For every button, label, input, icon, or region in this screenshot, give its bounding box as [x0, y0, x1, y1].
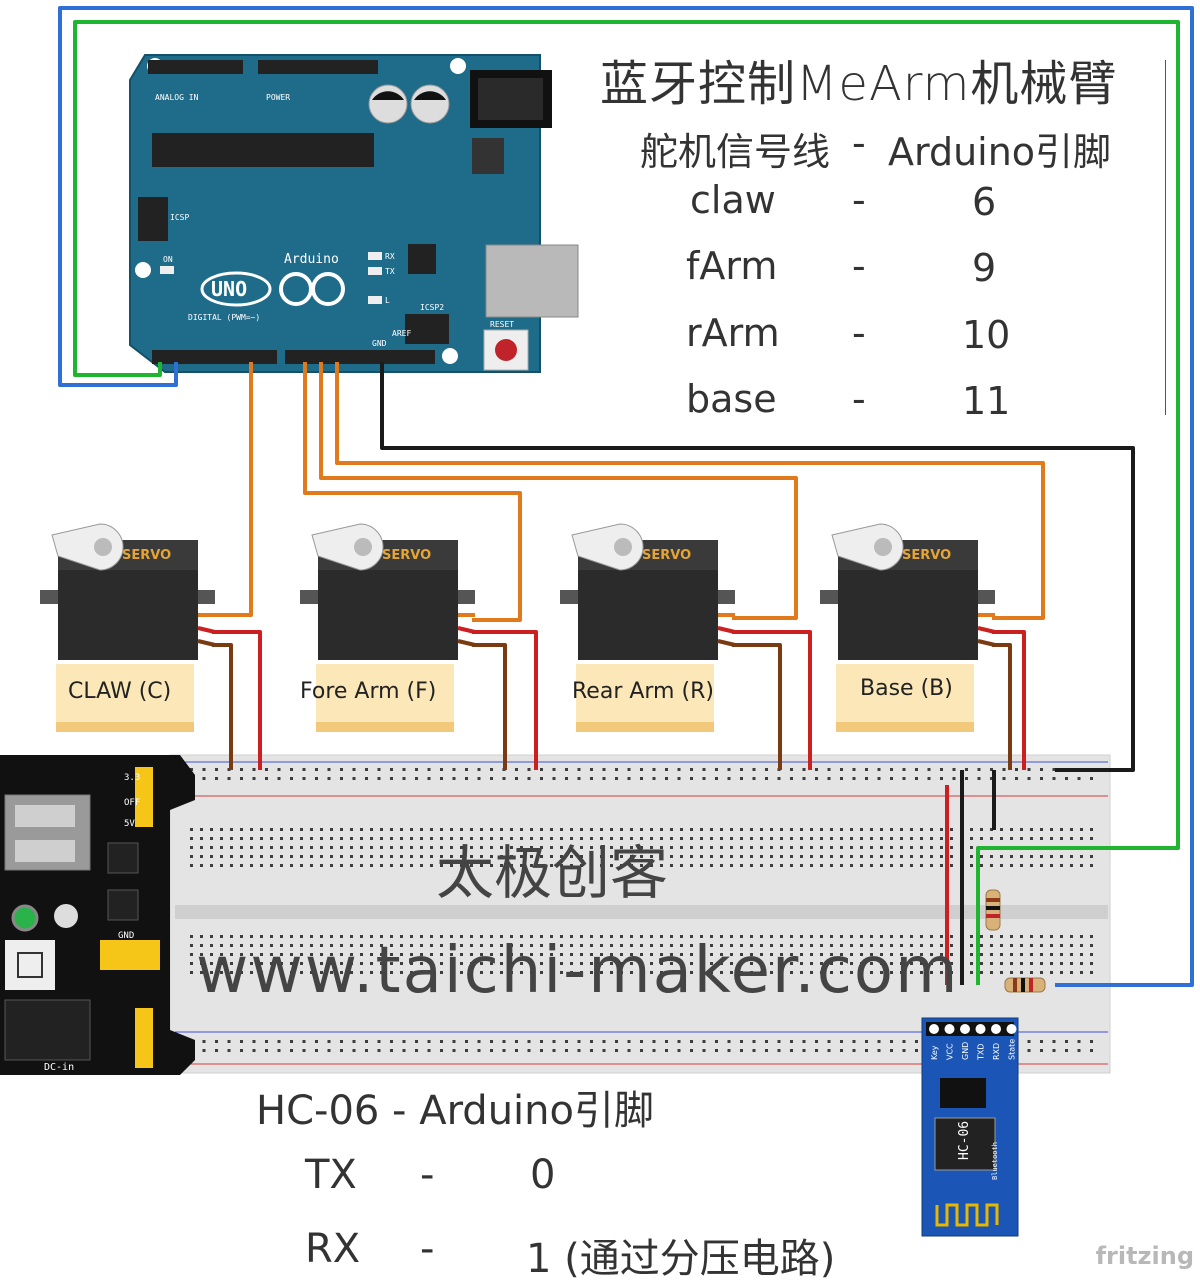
power-module: DC-in GND 5V OFF 3.3 — [0, 755, 195, 1075]
title-underline — [1165, 60, 1166, 415]
watermark-url: www.taichi-maker.com — [196, 934, 960, 1008]
arduino-power-label: POWER — [266, 93, 290, 102]
wires — [58, 6, 1194, 987]
servo-row-sep: - — [852, 244, 866, 288]
bt-table-header: HC-06 - Arduino引脚 — [256, 1088, 654, 1134]
wire-green-tx — [73, 20, 1180, 985]
servo-label-rear-arm: Rear Arm (R) — [572, 679, 714, 704]
arduino-analog-label: ANALOG IN — [155, 93, 199, 102]
servo-2: SERVO — [300, 523, 476, 732]
arduino-icsp-label: ICSP — [170, 213, 189, 222]
fritzing-credit: fritzing — [1095, 1242, 1194, 1270]
hc06-pin — [944, 1024, 955, 1034]
bt-row-name: TX — [305, 1152, 357, 1198]
arduino-aref-label: AREF — [392, 329, 411, 338]
arduino-uno-board: Arduino UNO DIGITAL (PWM=~) ANALOG IN PO… — [129, 54, 579, 373]
servo-row-pin: 11 — [962, 379, 1011, 423]
servo-row-name: fArm — [686, 244, 778, 288]
arduino-icsp2-label: ICSP2 — [420, 303, 444, 312]
hc06-model-label: HC-06 — [957, 1121, 972, 1160]
power-dc-label: DC-in — [44, 1062, 74, 1073]
breadboard — [169, 754, 1111, 1074]
servo-row-name: rArm — [686, 311, 780, 355]
arduino-rx-label: RX — [385, 252, 395, 261]
servo-row-sep: - — [852, 377, 866, 421]
arduino-tx-label: TX — [385, 267, 395, 276]
page-title: 蓝牙控制MeArm机械臂 — [600, 56, 1118, 112]
hc06-pin — [960, 1024, 970, 1034]
servo-row-pin: 6 — [972, 180, 997, 224]
servo-badge-label: SERVO — [122, 548, 171, 563]
servo-badge-label: SERVO — [382, 548, 431, 563]
servo-row-pin: 10 — [962, 313, 1011, 357]
arduino-model-label: UNO — [211, 277, 247, 301]
hc06-pin-label: Key — [930, 1045, 939, 1060]
servo-label-claw: CLAW (C) — [68, 679, 172, 704]
arduino-reset-label: RESET — [490, 320, 514, 329]
arduino-l-label: L — [385, 296, 390, 305]
arduino-digital-label: DIGITAL (PWM=~) — [188, 313, 260, 322]
servo-label-base: Base (B) — [860, 676, 953, 701]
bt-row-pin: 1 (通过分压电路) — [526, 1236, 836, 1282]
hc06-module: HC-06 Bluetooth — [921, 1017, 1019, 1237]
servo-badge-label: SERVO — [902, 548, 951, 563]
servo-table-header-left: 舵机信号线 — [640, 130, 831, 174]
servo-row-name: claw — [690, 178, 776, 222]
servo-row-name: base — [686, 377, 777, 421]
arduino-gnd-label: GND — [372, 339, 387, 348]
power-off-label: OFF — [124, 798, 140, 808]
wire-orange-base — [335, 362, 1045, 620]
servo-3: SERVO — [560, 523, 736, 732]
resistors — [985, 889, 1046, 993]
hc06-pin-label: VCC — [946, 1043, 955, 1060]
servo-4: SERVO — [820, 523, 996, 732]
servo-row-sep: - — [852, 178, 866, 222]
bt-row-pin: 0 — [530, 1152, 556, 1198]
arduino-on-label: ON — [163, 255, 173, 264]
wire-orange-rarm — [319, 362, 798, 620]
hc06-pin-label: GND — [961, 1042, 970, 1060]
hc06-pin-label: RXD — [992, 1043, 1001, 1060]
bt-row-sep: - — [420, 1226, 435, 1272]
servo-table-header-right: Arduino引脚 — [888, 130, 1112, 174]
bt-row-name: RX — [305, 1226, 361, 1272]
servo-table-header-sep: - — [852, 121, 866, 165]
bt-row-sep: - — [420, 1152, 435, 1198]
servo-row-sep: - — [852, 311, 866, 355]
hc06-pin — [991, 1024, 1001, 1034]
power-5v-label: 5V — [124, 819, 135, 829]
power-33-label: 3.3 — [124, 773, 140, 783]
hc06-pin — [975, 1024, 986, 1034]
hc06-pin — [929, 1024, 939, 1034]
wire-orange-claw — [212, 362, 253, 617]
servo-badge-label: SERVO — [642, 548, 691, 563]
hc06-sub-label: Bluetooth — [991, 1142, 999, 1180]
hc06-pin-label: State — [1008, 1039, 1017, 1060]
servo-1: SERVO — [40, 523, 216, 732]
hc06-pin — [1006, 1024, 1017, 1034]
wire-orange-farm — [303, 362, 522, 622]
hc06-pin-labels: Key VCC GND TXD RXD State — [929, 1024, 1017, 1061]
servo-label-fore-arm: Fore Arm (F) — [300, 679, 437, 704]
arduino-brand-label: Arduino — [284, 252, 339, 267]
servo-group: SERVO SERVO SERVO SERVO — [40, 523, 996, 732]
servo-row-pin: 9 — [972, 246, 997, 290]
wire-black-gnd — [380, 362, 1135, 772]
wire-blue-rx — [58, 6, 1194, 987]
watermark-name: 太极创客 — [436, 839, 669, 907]
power-gnd-label: GND — [118, 931, 134, 941]
hc06-pin-label: TXD — [977, 1043, 986, 1061]
